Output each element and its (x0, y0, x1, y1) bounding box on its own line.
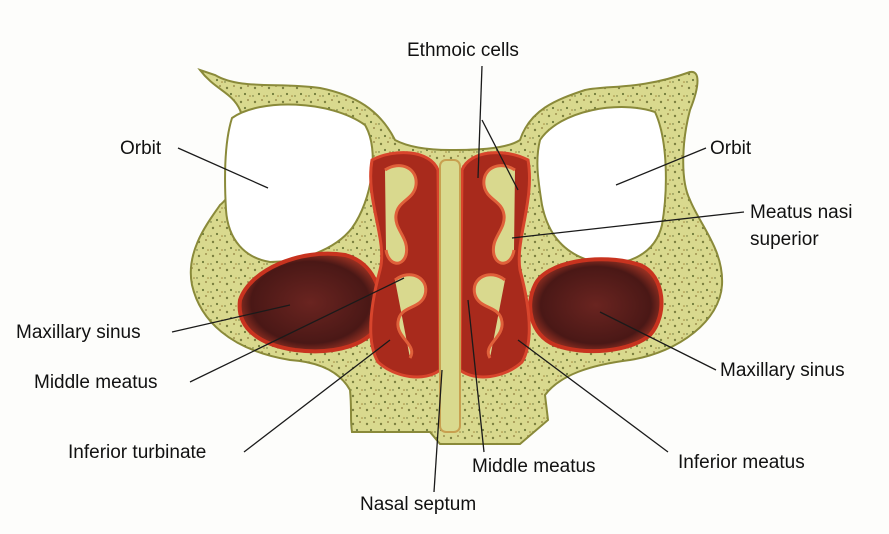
label-meatus-nasi-superior-line1: Meatus nasi (750, 202, 852, 224)
label-maxillary-sinus-left: Maxillary sinus (16, 322, 141, 344)
label-orbit-right: Orbit (710, 138, 751, 160)
label-maxillary-sinus-right: Maxillary sinus (720, 360, 845, 382)
label-inferior-meatus: Inferior meatus (678, 452, 805, 474)
nasal-septum-wall (440, 160, 460, 432)
label-meatus-nasi-superior-line2: superior (750, 229, 819, 251)
orbit-right-cavity (537, 107, 665, 263)
label-middle-meatus-left: Middle meatus (34, 372, 158, 394)
label-ethmoid-cells: Ethmoic cells (407, 40, 519, 62)
label-middle-meatus-right: Middle meatus (472, 456, 596, 478)
label-orbit-left: Orbit (120, 138, 161, 160)
maxillary-sinus-right-cavity (530, 259, 661, 351)
label-inferior-turbinate: Inferior turbinate (68, 442, 206, 464)
label-nasal-septum: Nasal septum (360, 494, 476, 516)
